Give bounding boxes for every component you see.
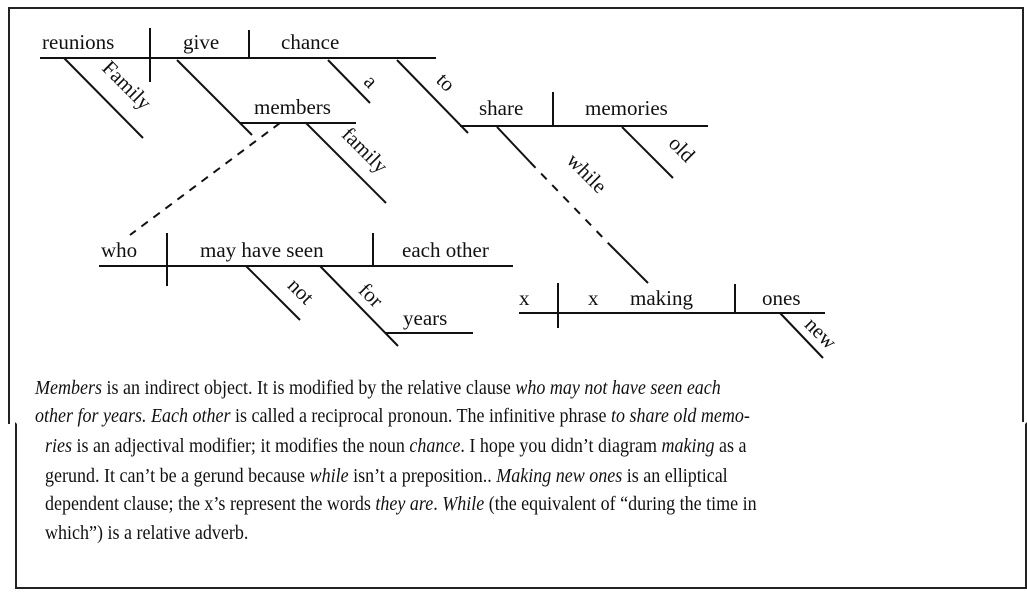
italic-term: Members	[35, 377, 102, 399]
italic-term: other for years. Each other	[35, 405, 231, 427]
relative-connector-dashed	[129, 122, 281, 236]
explanation-line: other for years. Each other is called a …	[35, 406, 750, 426]
word-may-have-seen: may have seen	[200, 238, 324, 262]
while-connector-solid-top	[496, 126, 531, 163]
new-slant	[779, 312, 824, 359]
italic-term: ries	[45, 435, 72, 457]
word-chance: chance	[281, 30, 339, 54]
text-segment: is an elliptical	[622, 465, 728, 487]
text-segment: (the equivalent of “during the time in	[484, 493, 757, 515]
text-segment: gerund. It can’t be a gerund because	[45, 465, 310, 487]
text-segment: isn’t a preposition..	[348, 465, 497, 487]
word-share: share	[479, 96, 523, 120]
text-segment: which”) is a relative adverb.	[45, 522, 249, 544]
word-ones: ones	[762, 286, 801, 310]
word-memories: memories	[585, 96, 668, 120]
explanation-line: gerund. It can’t be a gerund because whi…	[45, 466, 728, 486]
members-modifier-slant	[305, 122, 387, 204]
text-segment: is an indirect object. It is modified by…	[101, 377, 516, 399]
italic-term: to share old memo-	[611, 405, 750, 427]
italic-term: Making new ones	[496, 465, 623, 487]
sentence-diagram: reunions give chance Family a members fa…	[40, 28, 842, 359]
word-new: new	[800, 312, 842, 354]
italic-term: who may not have seen each	[515, 377, 721, 399]
explanation-frame	[15, 422, 1027, 589]
word-not: not	[283, 273, 319, 309]
word-family: family	[337, 122, 393, 178]
word-members: members	[254, 95, 331, 119]
explanation-line: Members is an indirect object. It is mod…	[35, 378, 721, 398]
word-a: a	[359, 69, 383, 93]
word-give: give	[183, 30, 219, 54]
not-slant	[245, 265, 301, 321]
text-segment: as a	[714, 435, 747, 457]
text-segment: is an adjectival modifier; it modifies t…	[72, 435, 410, 457]
to-slant	[396, 59, 469, 134]
italic-term: while	[309, 465, 349, 487]
word-while: while	[562, 148, 612, 198]
word-years: years	[403, 306, 447, 330]
word-old: old	[664, 131, 700, 167]
explanation-line: which”) is a relative adverb.	[45, 523, 248, 543]
while-connector-solid-bottom	[609, 244, 649, 284]
word-who: who	[101, 238, 137, 262]
indirect-object-slant	[176, 59, 253, 136]
text-segment: is called a reciprocal pronoun. The infi…	[230, 405, 611, 427]
explanation-line: ries is an adjectival modifier; it modif…	[45, 436, 747, 456]
word-Family: Family	[97, 56, 156, 115]
italic-term: While	[442, 493, 485, 515]
explanation-line: dependent clause; the x’s represent the …	[45, 494, 757, 514]
italic-term: chance	[409, 435, 461, 457]
text-segment: .	[433, 493, 443, 515]
word-x-subject: x	[519, 286, 530, 310]
word-each-other: each other	[402, 238, 489, 262]
old-slant	[621, 126, 674, 179]
word-x-auxiliary: x	[588, 286, 599, 310]
italic-term: making	[661, 435, 715, 457]
family-modifier-slant	[63, 57, 144, 139]
diagram-frame	[8, 7, 1024, 424]
word-to: to	[432, 68, 461, 97]
word-making: making	[630, 286, 693, 310]
text-segment: . I hope you didn’t diagram	[460, 435, 662, 457]
article-slant	[327, 59, 371, 104]
italic-term: they are	[375, 493, 434, 515]
word-reunions: reunions	[42, 30, 114, 54]
while-connector-dashed	[529, 161, 611, 246]
text-segment: dependent clause; the x’s represent the …	[45, 493, 376, 515]
